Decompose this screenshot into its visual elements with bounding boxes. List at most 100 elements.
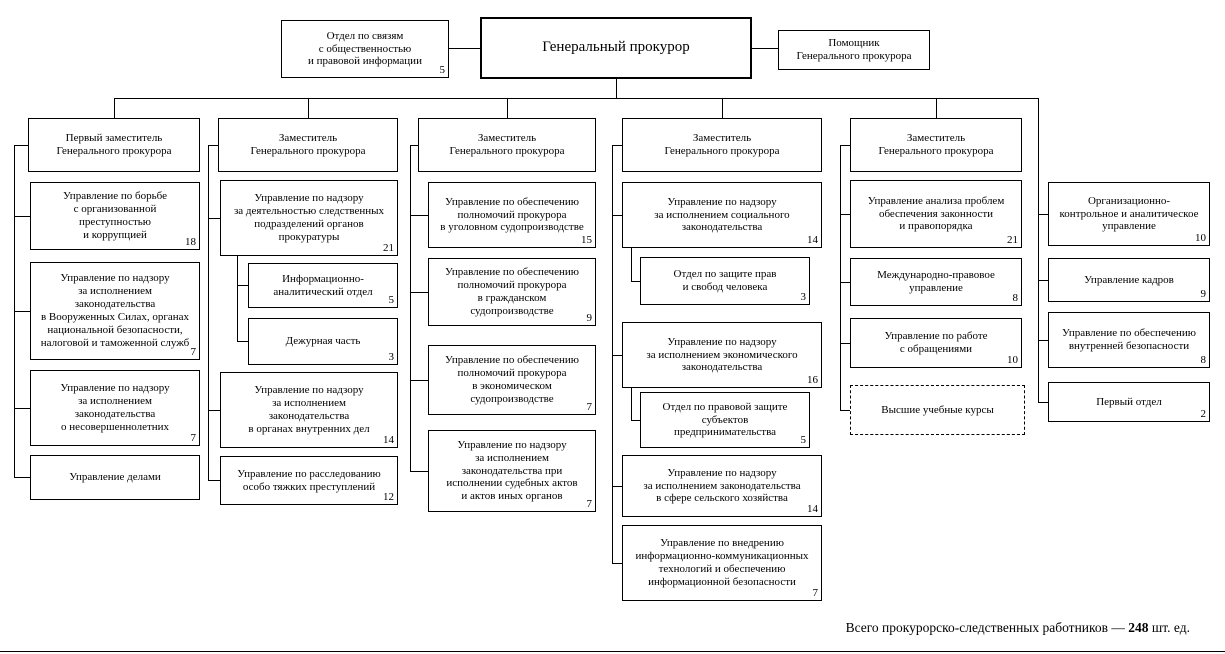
org-box-d5-analysis: Управление анализа проблем обеспечения з… [850, 180, 1022, 248]
connector-line [114, 98, 1038, 99]
org-box-r-first-dept: Первый отдел 2 [1048, 382, 1210, 422]
connector-line [840, 410, 850, 411]
org-box-d4-business-count: 5 [800, 434, 807, 447]
org-box-d4-ict: Управление по внедрению информационно-ко… [622, 525, 822, 601]
org-box-d1-armed-forces: Управление по надзору за исполнением зак… [30, 262, 200, 360]
connector-line [631, 388, 632, 420]
org-box-deputy2-label: Заместитель Генерального прокурора [250, 132, 366, 157]
org-box-d5-appeals-count: 10 [1007, 354, 1018, 367]
org-box-d4-ict-count: 7 [812, 587, 819, 600]
connector-line [840, 343, 850, 344]
connector-line [936, 98, 937, 118]
org-box-d5-analysis-count: 21 [1007, 234, 1018, 247]
org-box-d4-ict-label: Управление по внедрению информационно-ко… [635, 537, 809, 588]
org-box-assistant-label: Помощник Генерального прокурора [796, 37, 912, 62]
org-box-d3-judicial-acts-count: 7 [586, 498, 593, 511]
connector-line [208, 480, 220, 481]
org-box-d2-duty-label: Дежурная часть [285, 335, 361, 348]
connector-line [410, 380, 428, 381]
org-box-d1-minors-count: 7 [190, 432, 197, 445]
org-box-deputy1-label: Первый заместитель Генерального прокурор… [56, 132, 172, 157]
connector-line [410, 292, 428, 293]
connector-line [1038, 214, 1048, 215]
total-staff-note: Всего прокурорско-следственных работнико… [640, 620, 1190, 636]
org-box-d2-duty: Дежурная часть 3 [248, 318, 398, 365]
org-box-d3-criminal-label: Управление по обеспечению полномочий про… [440, 195, 584, 234]
org-box-d4-agriculture-label: Управление по надзору за исполнением зак… [643, 466, 801, 505]
org-box-d1-crime: Управление по борьбе с организованной пр… [30, 182, 200, 250]
org-box-d2-investigative: Управление по надзору за деятельностью с… [220, 180, 398, 256]
connector-line [237, 256, 238, 341]
org-box-d4-human-rights-label: Отдел по защите прав и свобод человека [673, 268, 777, 293]
connector-line [410, 145, 411, 471]
org-box-r-internal-security-count: 8 [1200, 354, 1207, 367]
org-box-assistant: Помощник Генерального прокурора [778, 30, 930, 70]
connector-line [612, 355, 622, 356]
org-box-r-org-control: Организационно- контрольное и аналитичес… [1048, 182, 1210, 246]
org-box-d3-judicial-acts: Управление по надзору за исполнением зак… [428, 430, 596, 512]
connector-line [840, 145, 841, 410]
connector-line [1038, 280, 1048, 281]
org-box-d1-minors-label: Управление по надзору за исполнением зак… [60, 382, 170, 433]
org-box-r-internal-security: Управление по обеспечению внутренней без… [1048, 312, 1210, 368]
org-box-d1-minors: Управление по надзору за исполнением зак… [30, 370, 200, 446]
org-box-d3-economic-label: Управление по обеспечению полномочий про… [445, 354, 579, 405]
connector-line [14, 216, 30, 217]
org-box-r-first-dept-label: Первый отдел [1096, 395, 1162, 408]
connector-line [612, 145, 622, 146]
org-box-d1-crime-label: Управление по борьбе с организованной пр… [62, 190, 167, 241]
org-box-d5-courses: Высшие учебные курсы [850, 385, 1025, 435]
org-box-general-prosecutor-label: Генеральный прокурор [542, 39, 690, 56]
connector-line [237, 341, 248, 342]
org-box-d2-grave-crimes: Управление по расследованию особо тяжких… [220, 456, 398, 505]
org-box-d4-econ-law-label: Управление по надзору за исполнением эко… [646, 335, 798, 374]
org-box-d4-social: Управление по надзору за исполнением соц… [622, 182, 822, 248]
connector-line [1038, 402, 1048, 403]
org-box-d4-business-label: Отдел по правовой защите субъектов предп… [662, 400, 788, 439]
org-box-pr-office-label: Отдел по связям с общественностью и прав… [308, 29, 422, 68]
connector-line [237, 285, 248, 286]
org-box-d2-grave-crimes-label: Управление по расследованию особо тяжких… [237, 467, 381, 493]
org-box-d1-armed-forces-label: Управление по надзору за исполнением зак… [40, 272, 190, 349]
org-box-d4-human-rights: Отдел по защите прав и свобод человека 3 [640, 257, 810, 305]
org-box-d2-internal-affairs-count: 14 [383, 434, 394, 447]
org-box-deputy4-label: Заместитель Генерального прокурора [664, 132, 780, 157]
connector-line [14, 145, 28, 146]
org-box-d1-crime-count: 18 [185, 236, 196, 249]
org-box-d3-economic: Управление по обеспечению полномочий про… [428, 345, 596, 415]
connector-line [631, 281, 640, 282]
org-box-pr-office: Отдел по связям с общественностью и прав… [281, 20, 449, 78]
org-box-d4-agriculture-count: 14 [807, 503, 818, 516]
connector-line [208, 218, 220, 219]
org-box-d5-international-count: 8 [1012, 292, 1019, 305]
org-box-d3-economic-count: 7 [586, 401, 593, 414]
connector-line [410, 215, 428, 216]
connector-line [14, 477, 30, 478]
org-box-d4-econ-law: Управление по надзору за исполнением эко… [622, 322, 822, 388]
connector-line [507, 98, 508, 118]
org-box-deputy1: Первый заместитель Генерального прокурор… [28, 118, 200, 172]
org-box-r-internal-security-label: Управление по обеспечению внутренней без… [1062, 327, 1196, 352]
connector-line [14, 311, 30, 312]
total-staff-text: Всего прокурорско-следственных работнико… [845, 620, 1129, 635]
connector-line [410, 471, 428, 472]
org-box-r-first-dept-count: 2 [1200, 408, 1207, 421]
org-box-pr-office-count: 5 [439, 64, 446, 77]
org-box-d2-investigative-count: 21 [383, 242, 394, 255]
connector-line [616, 79, 617, 98]
org-box-d3-criminal: Управление по обеспечению полномочий про… [428, 182, 596, 248]
total-staff-count: 248 [1128, 620, 1149, 635]
org-box-d2-internal-affairs: Управление по надзору за исполнением зак… [220, 372, 398, 448]
connector-line [840, 282, 850, 283]
org-box-d3-civil-label: Управление по обеспечению полномочий про… [445, 266, 579, 317]
org-box-d3-civil: Управление по обеспечению полномочий про… [428, 258, 596, 326]
connector-line [208, 145, 218, 146]
org-box-r-org-control-count: 10 [1195, 232, 1206, 245]
org-box-d2-investigative-label: Управление по надзору за деятельностью с… [233, 192, 385, 243]
connector-line [114, 98, 115, 118]
org-box-deputy5-label: Заместитель Генерального прокурора [878, 132, 994, 157]
org-box-d1-affairs: Управление делами [30, 455, 200, 500]
org-box-d2-grave-crimes-count: 12 [383, 491, 394, 504]
connector-line [840, 214, 850, 215]
